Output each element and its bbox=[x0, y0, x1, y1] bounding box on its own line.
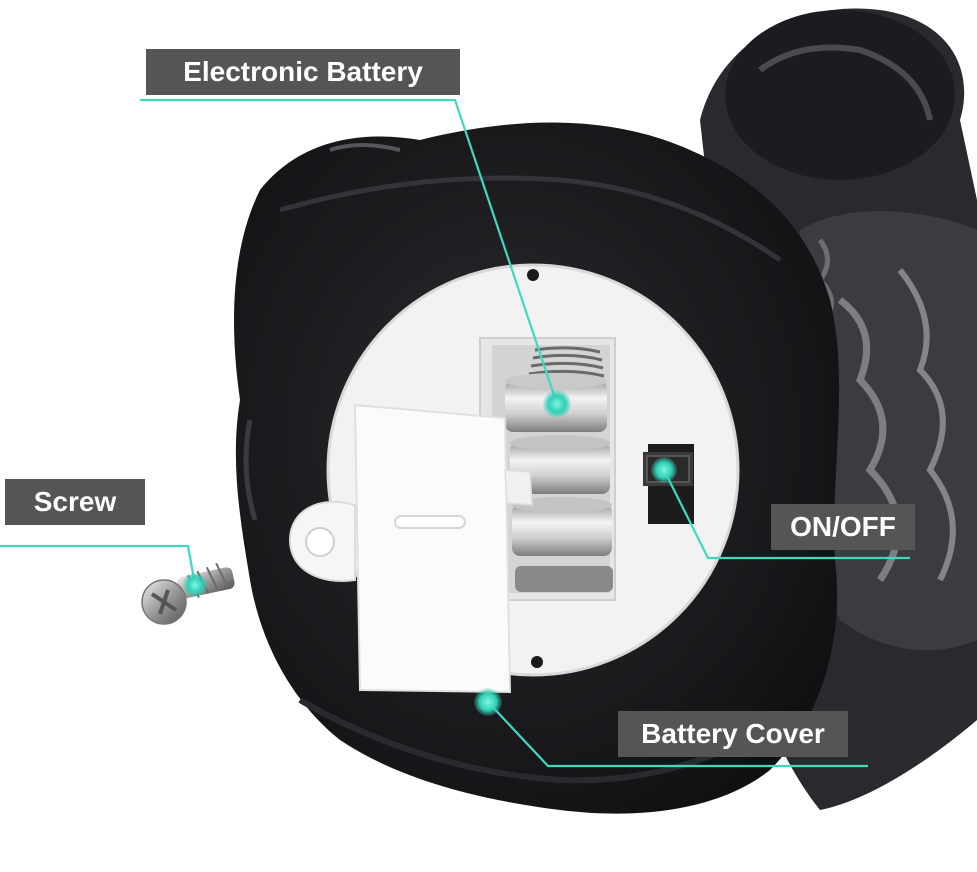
callout-line-cover bbox=[487, 701, 868, 768]
callout-line-screw bbox=[0, 544, 197, 586]
callout-line-battery bbox=[140, 98, 559, 405]
callout-label-battery-cover: Battery Cover bbox=[618, 711, 848, 757]
on-off-switch bbox=[643, 444, 694, 524]
callout-label-on-off: ON/OFF bbox=[771, 504, 915, 550]
callout-line-onoff bbox=[663, 469, 910, 560]
callout-lines bbox=[0, 98, 910, 768]
callout-label-electronic-battery: Electronic Battery bbox=[146, 49, 460, 95]
callout-label-screw: Screw bbox=[5, 479, 145, 525]
callout-dot-screw bbox=[183, 573, 207, 597]
callout-dots bbox=[183, 390, 677, 716]
battery-spring bbox=[528, 346, 605, 378]
callout-dot-battery bbox=[543, 390, 571, 418]
battery-cover bbox=[288, 403, 533, 694]
callout-dot-onoff bbox=[651, 457, 677, 483]
callout-dot-cover bbox=[474, 688, 502, 716]
